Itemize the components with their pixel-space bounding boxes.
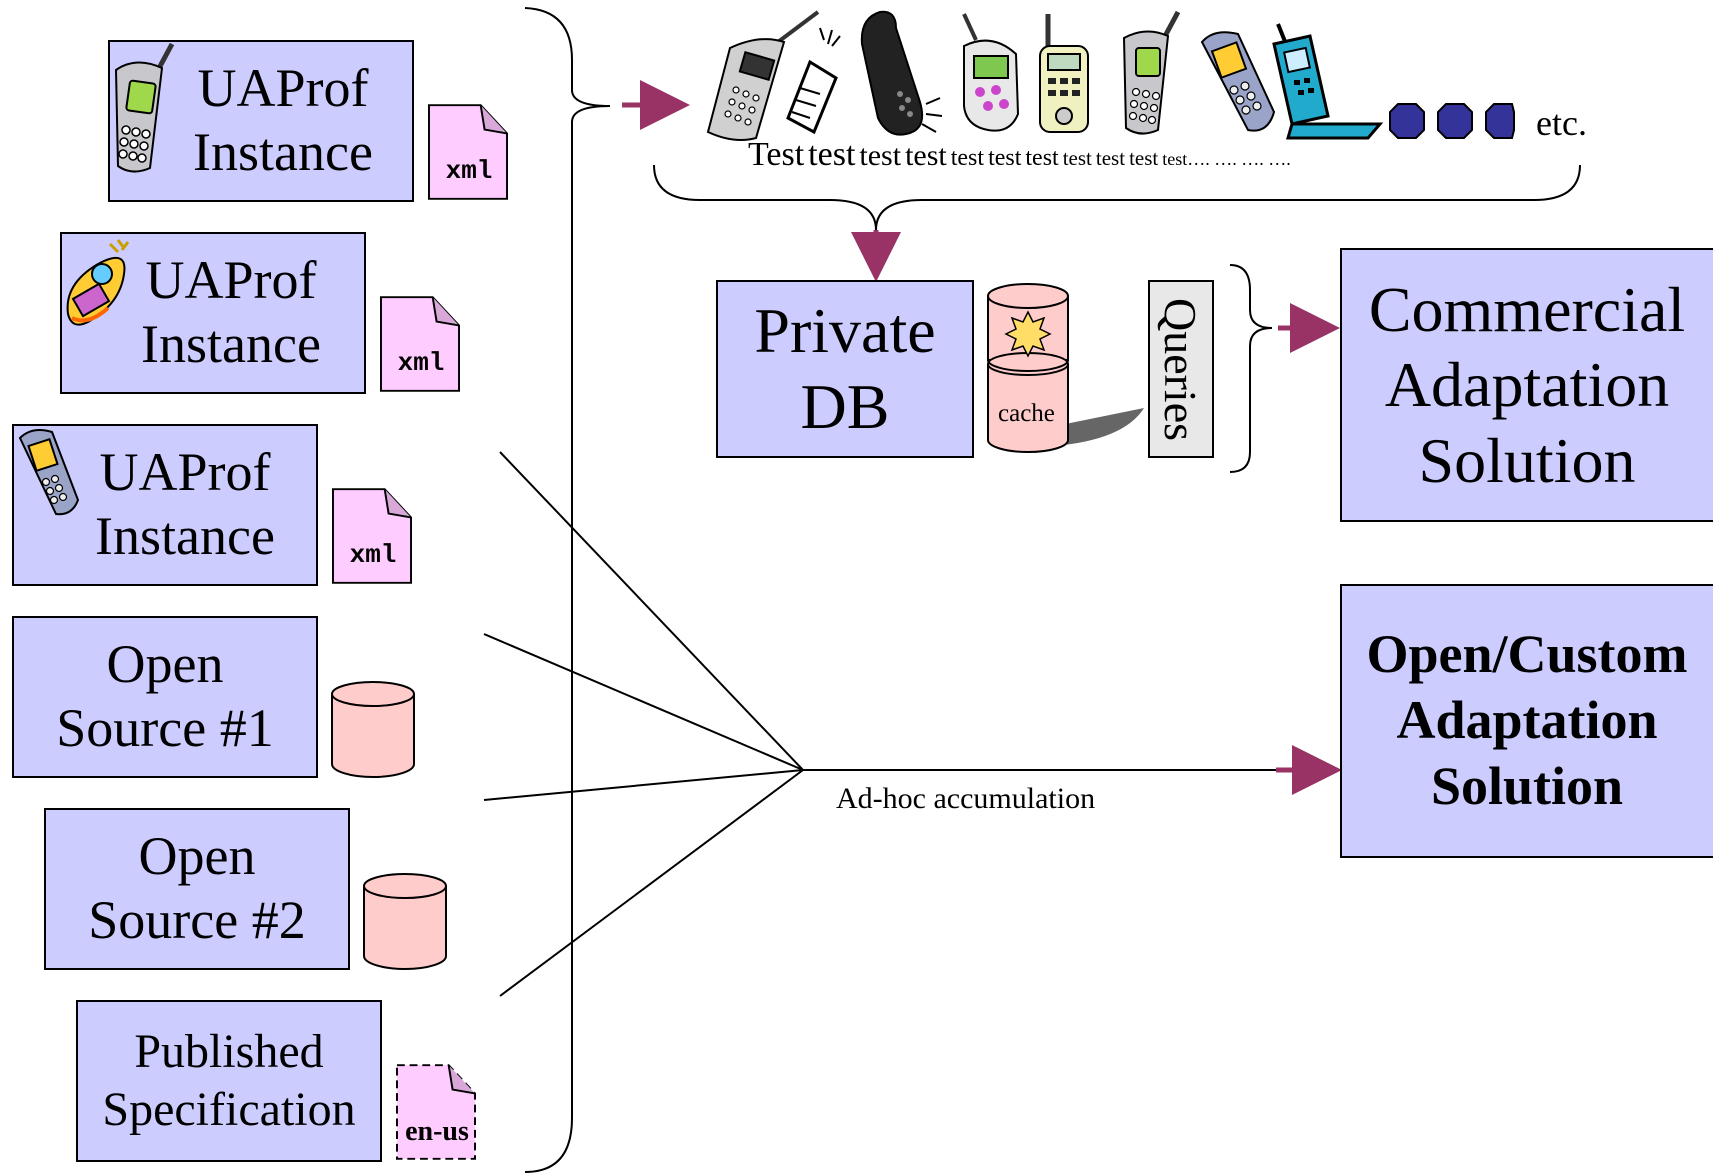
database-icon (331, 681, 415, 778)
en-us-badge-label: en-us (405, 1116, 469, 1147)
xml-badge-label: xml (397, 348, 445, 378)
xml-badge: xml (381, 296, 461, 392)
open-custom-solution-box: Open/Custom Adaptation Solution (1340, 584, 1713, 858)
source-box-open-source-2: Open Source #2 (44, 808, 350, 970)
xml-document-icon (332, 488, 412, 584)
walkie-phone-icon (1039, 14, 1089, 133)
queries-brace (1229, 264, 1273, 473)
nokia-phone-icon (18, 429, 80, 516)
en-us-badge: en-us (397, 1064, 477, 1160)
test-word: test (950, 145, 985, 171)
cell-phone-icon (1122, 10, 1181, 135)
test-word: test (859, 139, 902, 172)
xml-badge-label: xml (445, 156, 493, 186)
source-box-uaprof-2: UAProf Instance (60, 232, 366, 394)
more-devices-dots (1389, 103, 1515, 139)
test-word: test (808, 136, 856, 173)
color-phone-icon (962, 13, 1020, 132)
adhoc-fan-lines (483, 451, 1276, 997)
source-box-uaprof-1: UAProf Instance (108, 40, 414, 202)
xml-badge: xml (429, 104, 509, 200)
source-label: Open Source #2 (88, 826, 306, 950)
cartoon-phone-icon (66, 239, 130, 326)
source-label: Published Specification (102, 1025, 356, 1136)
commercial-solution-label: Commercial Adaptation Solution (1368, 273, 1686, 496)
ringing-phone-icon (860, 10, 943, 136)
source-brace (524, 7, 611, 1173)
pda-phone-icon (1272, 23, 1384, 140)
xml-badge: xml (333, 488, 413, 584)
test-word: Test (748, 136, 805, 173)
source-label: UAProf Instance (95, 442, 275, 566)
xml-badge-label: xml (349, 540, 397, 570)
test-word: test (1095, 146, 1126, 170)
devices-brace (653, 164, 1581, 231)
source-label: UAProf Instance (193, 58, 373, 182)
spec-document-icon (396, 1064, 476, 1160)
xml-document-icon (380, 296, 460, 392)
test-word: test…. …. …. …. (1162, 149, 1291, 169)
source-box-open-source-1: Open Source #1 (12, 616, 318, 778)
burst-icon (1004, 310, 1052, 358)
test-word: test (988, 145, 1022, 171)
test-word: test (905, 139, 947, 172)
source-box-published-spec: Published Specification (76, 1000, 382, 1162)
xml-document-icon (428, 104, 508, 200)
flip-phone-icon (706, 10, 820, 141)
source-label: Open Source #1 (56, 634, 274, 758)
test-word: test (1025, 145, 1059, 171)
queries-label: Queries (1155, 297, 1207, 441)
broken-phone-icon (786, 27, 841, 135)
queries-box: Queries (1148, 280, 1214, 458)
private-db-box: Private DB (716, 280, 974, 458)
source-label: UAProf Instance (141, 250, 321, 374)
adhoc-accumulation-label: Ad-hoc accumulation (836, 782, 1096, 815)
test-word: test (1062, 146, 1092, 170)
cache-database-icon (987, 283, 1144, 453)
nokia-phone-icon (1200, 31, 1276, 132)
test-row: Test test test test test test test test … (748, 136, 1291, 174)
commercial-solution-box: Commercial Adaptation Solution (1340, 248, 1713, 522)
cell-phone-icon (114, 42, 175, 173)
etc-label: etc. (1536, 103, 1587, 143)
test-word: test (1129, 146, 1159, 170)
database-icon (363, 873, 447, 970)
cache-label: cache (998, 400, 1055, 427)
private-db-label: Private DB (754, 295, 936, 442)
open-custom-solution-label: Open/Custom Adaptation Solution (1366, 624, 1688, 816)
